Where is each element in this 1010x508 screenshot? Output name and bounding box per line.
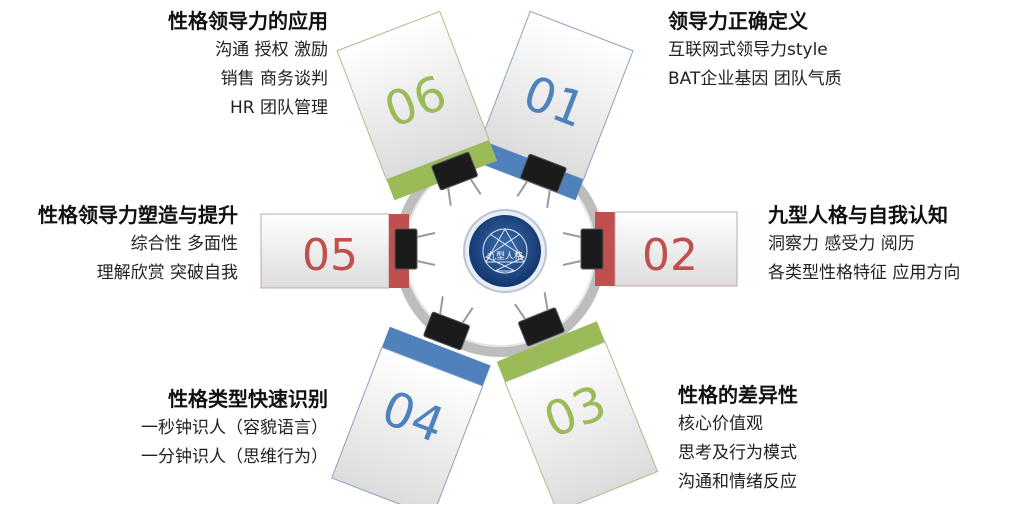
card-03-line: 思考及行为模式 [678, 443, 797, 463]
card-05-line: 理解欣赏 突破自我 [96, 263, 238, 283]
card-04-text: 性格类型快速识别 一秒钟识人（容貌语言） 一分钟识人（思维行为） [141, 384, 328, 472]
card-02-title: 九型人格与自我认知 [768, 203, 948, 227]
card-02-line: 各类型性格特征 应用方向 [768, 263, 961, 283]
card-04-line: 一分钟识人（思维行为） [141, 447, 328, 467]
card-01-text: 领导力正确定义 互联网式领导力style BAT企业基因 团队气质 [668, 6, 842, 94]
card-05-number: 05 [302, 230, 358, 281]
clip-01 [516, 153, 567, 208]
card-05-title: 性格领导力塑造与提升 [38, 203, 238, 227]
card-05-text: 性格领导力塑造与提升 综合性 多面性 理解欣赏 突破自我 [38, 200, 238, 288]
card-01-line: BAT企业基因 团队气质 [668, 69, 842, 89]
card-04-title: 性格类型快速识别 [168, 387, 328, 411]
clip-03 [514, 292, 565, 347]
card-01-title: 领导力正确定义 [668, 9, 808, 33]
card-02: 02 [595, 211, 738, 287]
card-06-text: 性格领导力的应用 沟通 授权 激励 销售 商务谈判 HR 团队管理 [168, 6, 328, 123]
center-logo: 九型人格 [463, 209, 547, 293]
card-06-title: 性格领导力的应用 [168, 9, 328, 33]
card-03: 03 [496, 321, 659, 508]
card-06-line: 销售 商务谈判 [220, 69, 328, 89]
card-02-number: 02 [642, 230, 698, 281]
clip-05 [394, 228, 436, 270]
clip-02 [562, 228, 604, 270]
clip-04 [423, 296, 474, 351]
center-logo-text: 九型人格 [487, 250, 523, 262]
card-04: 04 [331, 326, 491, 508]
card-05: 05 [260, 213, 409, 289]
card-05-line: 综合性 多面性 [130, 234, 238, 254]
card-06-line: HR 团队管理 [230, 98, 328, 118]
card-06-line: 沟通 授权 激励 [215, 40, 328, 60]
clip-06 [431, 151, 482, 206]
card-02-line: 洞察力 感受力 阅历 [768, 234, 915, 254]
card-03-line: 核心价值观 [678, 414, 763, 434]
card-04-line: 一秒钟识人（容貌语言） [141, 418, 328, 438]
card-02-text: 九型人格与自我认知 洞察力 感受力 阅历 各类型性格特征 应用方向 [768, 200, 960, 288]
card-01-line: 互联网式领导力style [668, 40, 828, 60]
card-03-line: 沟通和情绪反应 [678, 472, 797, 492]
card-03-title: 性格的差异性 [678, 383, 798, 407]
card-03-text: 性格的差异性 核心价值观 思考及行为模式 沟通和情绪反应 [678, 380, 798, 497]
